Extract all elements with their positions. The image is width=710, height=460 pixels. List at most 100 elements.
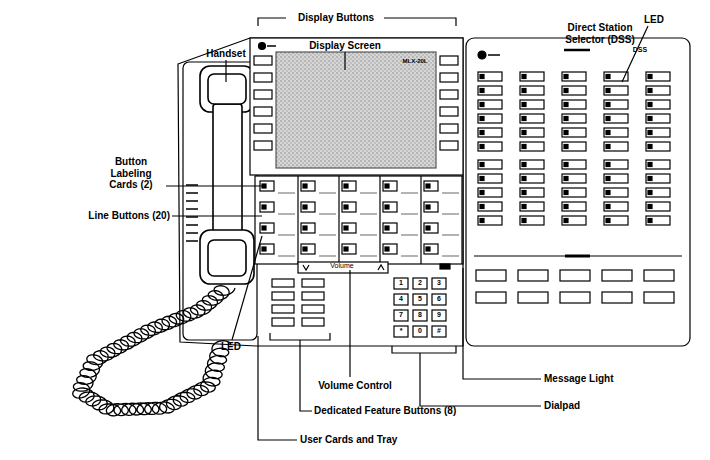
led (385, 184, 389, 188)
handset-cradle (183, 62, 257, 340)
column-divider (461, 176, 462, 264)
dial-key (432, 278, 446, 289)
led (522, 219, 526, 223)
dial-key (413, 326, 427, 337)
dss-button (604, 86, 628, 95)
line-button (424, 223, 438, 233)
led (303, 205, 307, 209)
line-button (424, 244, 438, 254)
dss-button (604, 202, 628, 211)
line-button (342, 181, 356, 191)
dss-button (478, 174, 502, 183)
line-button (301, 244, 315, 254)
dss-bottom-button (602, 270, 632, 281)
dss-button (478, 128, 502, 137)
dial-key-label: 6 (432, 295, 446, 303)
dial-key-label: 3 (432, 279, 446, 287)
led (606, 163, 610, 167)
dss-button (478, 188, 502, 197)
led (426, 226, 430, 230)
display-button (440, 90, 458, 99)
line-button (301, 181, 315, 191)
led (564, 163, 568, 167)
dss-button (562, 72, 586, 81)
display-button (440, 73, 458, 82)
dss-button (604, 188, 628, 197)
dss-button (478, 100, 502, 109)
feature-button (272, 318, 294, 326)
display-button (254, 90, 272, 99)
line-button (342, 244, 356, 254)
line-buttons (260, 176, 462, 264)
dss-button (562, 86, 586, 95)
led (385, 226, 389, 230)
dial-key-label: 4 (394, 295, 408, 303)
label-card-line (278, 193, 295, 194)
dss-bottom-button (560, 292, 590, 303)
label-card-line (401, 256, 418, 257)
dial-key (432, 294, 446, 305)
column-divider (379, 176, 380, 264)
label-card-line (401, 193, 418, 194)
dss-button (646, 72, 670, 81)
led (606, 177, 610, 181)
label-card-line (319, 193, 336, 194)
led (480, 145, 484, 149)
led (648, 131, 652, 135)
led (262, 184, 266, 188)
led (648, 145, 652, 149)
dial-key (394, 294, 408, 305)
dss-button (604, 114, 628, 123)
dss-logo (478, 51, 486, 59)
led (522, 191, 526, 195)
line-button (260, 181, 274, 191)
dss-button (478, 86, 502, 95)
dss-console (466, 38, 690, 346)
display-screen (276, 52, 436, 168)
dss-button (646, 100, 670, 109)
dss-button (562, 128, 586, 137)
dialpad-keys (394, 278, 446, 337)
dss-button (604, 128, 628, 137)
dss-button (520, 100, 544, 109)
callout-label: Dialpad (544, 400, 614, 412)
led (303, 247, 307, 251)
led (564, 131, 568, 135)
dss-bottom-button (518, 292, 548, 303)
feature-button (272, 292, 294, 300)
led (344, 205, 348, 209)
led (564, 89, 568, 93)
led (606, 131, 610, 135)
display-button (254, 141, 272, 150)
dial-key-label: 1 (394, 279, 408, 287)
led (480, 191, 484, 195)
led (303, 184, 307, 188)
line-button (260, 223, 274, 233)
label-card-line (360, 193, 377, 194)
line-button (383, 202, 397, 212)
dial-key-label: # (432, 327, 446, 335)
dss-button (646, 216, 670, 225)
dss-button (478, 202, 502, 211)
callout-label: Button Labeling Cards (2) (96, 156, 166, 191)
dial-key (394, 326, 408, 337)
display-buttons (254, 56, 458, 150)
led (606, 145, 610, 149)
led (648, 89, 652, 93)
dss-button (520, 72, 544, 81)
line-button (260, 202, 274, 212)
led (564, 75, 568, 79)
led (522, 117, 526, 121)
dial-key (413, 310, 427, 321)
led (262, 205, 266, 209)
led (648, 205, 652, 209)
dss-button (520, 86, 544, 95)
led (303, 226, 307, 230)
led (522, 205, 526, 209)
callout-label: Display Buttons (288, 12, 384, 24)
led (522, 89, 526, 93)
led (606, 103, 610, 107)
dss-button (562, 114, 586, 123)
dss-button (646, 142, 670, 151)
